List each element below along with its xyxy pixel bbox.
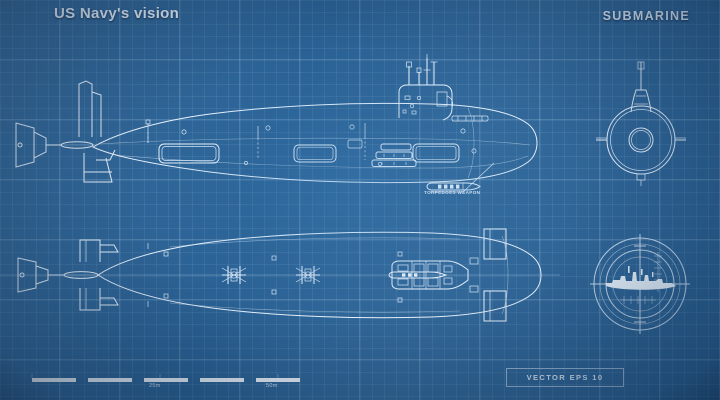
scale-tick-50m: 50m xyxy=(266,383,278,389)
eps-badge-label: VECTOR EPS 10 xyxy=(526,373,604,382)
page-subtitle: SUBMARINE xyxy=(602,9,690,23)
eps-badge: VECTOR EPS 10 xyxy=(506,368,624,387)
page-title: US Navy's vision xyxy=(54,5,180,22)
scale-tick-25m: 25m xyxy=(149,383,161,389)
